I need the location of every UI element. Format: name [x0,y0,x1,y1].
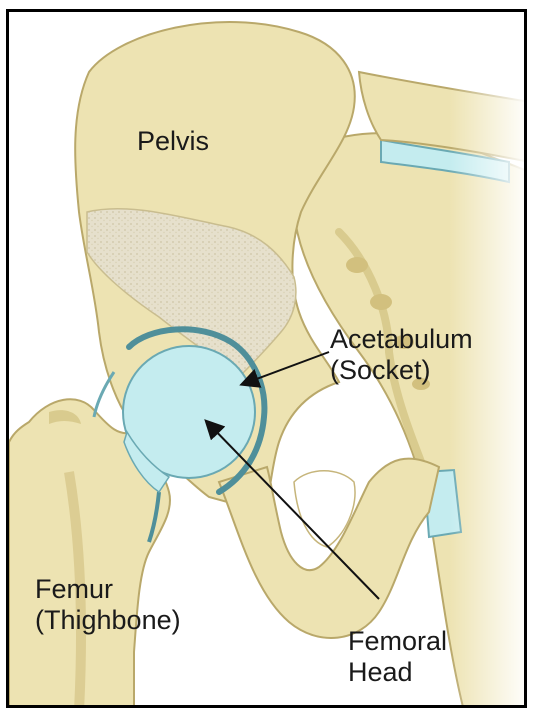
femoral-sub-text: Head [348,657,447,688]
pelvis-label: Pelvis [137,126,209,157]
femur-sub-text: (Thighbone) [35,605,181,636]
acetabulum-label: Acetabulum (Socket) [330,324,473,386]
acetabulum-sub-text: (Socket) [330,355,473,386]
femoral-head-label: Femoral Head [348,626,447,688]
diagram-frame: Pelvis Acetabulum (Socket) Femur (Thighb… [6,9,527,708]
sacral-foramen-2 [370,294,392,310]
femur-label: Femur (Thighbone) [35,574,181,636]
joint-capsule-upper [94,372,114,417]
acetabulum-label-text: Acetabulum [330,324,473,355]
sacral-foramen-1 [346,257,368,273]
femur-label-text: Femur [35,574,181,605]
pelvis-label-text: Pelvis [137,126,209,157]
femoral-label-text: Femoral [348,626,447,657]
